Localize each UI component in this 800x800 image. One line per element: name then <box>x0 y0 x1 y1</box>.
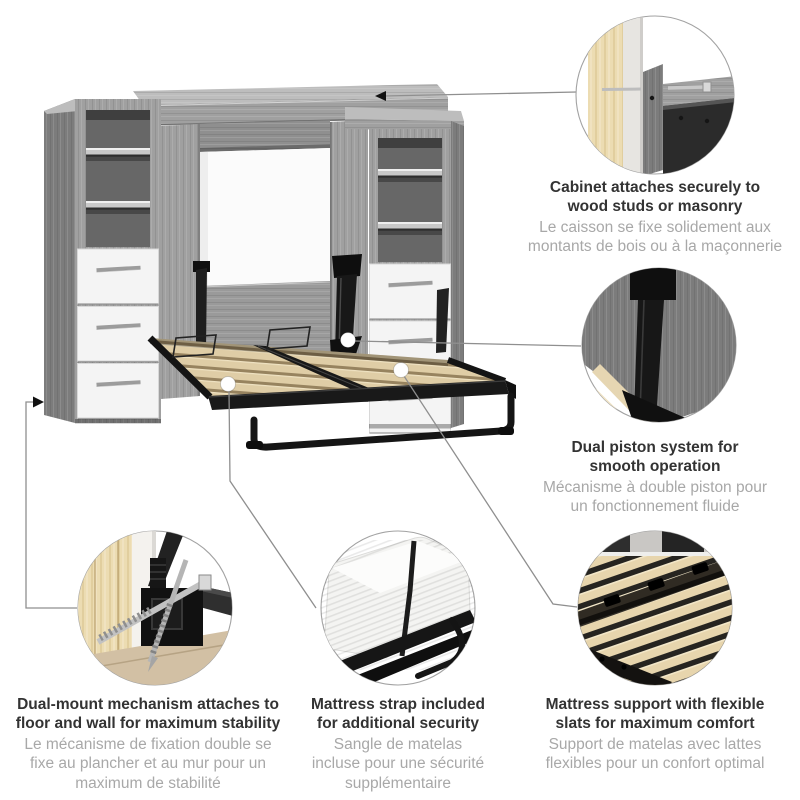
wood-slats <box>150 338 505 397</box>
front-rail <box>208 380 509 410</box>
mattress-strap-detail-icon <box>300 536 475 685</box>
arrow-left-icon <box>375 91 386 101</box>
lag-screw <box>96 574 212 645</box>
callout-circle-cabinet-wall-mount <box>575 15 735 175</box>
far-piston <box>436 288 449 353</box>
strap-bracket <box>172 334 217 358</box>
callout-circle-mattress-strap <box>300 530 476 686</box>
left-tower-shelves <box>86 110 150 247</box>
marker-dots <box>220 332 409 392</box>
wall-stud-screw-detail-icon <box>588 16 734 174</box>
piston-mechanism-detail-icon <box>582 268 736 422</box>
callout-circle-dual-piston <box>581 267 737 423</box>
callout-circle-slat-support <box>577 530 733 686</box>
strap-bracket <box>266 326 311 350</box>
bed-platform <box>147 326 516 451</box>
marker-dot <box>393 362 409 378</box>
arrow-right-icon <box>33 396 44 408</box>
headboard-panel <box>199 281 331 362</box>
floor-wall-anchor-detail-icon <box>78 531 232 685</box>
marker-dot <box>340 332 356 348</box>
left-storage-tower <box>44 99 161 424</box>
left-tower-drawers <box>75 247 161 421</box>
right-tower-shelves <box>378 138 442 262</box>
marker-dot <box>220 376 236 392</box>
floor-screw <box>147 559 189 672</box>
wood-slats-detail-icon <box>578 531 732 685</box>
left-piston <box>193 261 210 350</box>
mattress-strap-band <box>399 540 417 657</box>
leader-lines <box>25 91 582 609</box>
callout-circle-dual-mount <box>77 530 233 686</box>
